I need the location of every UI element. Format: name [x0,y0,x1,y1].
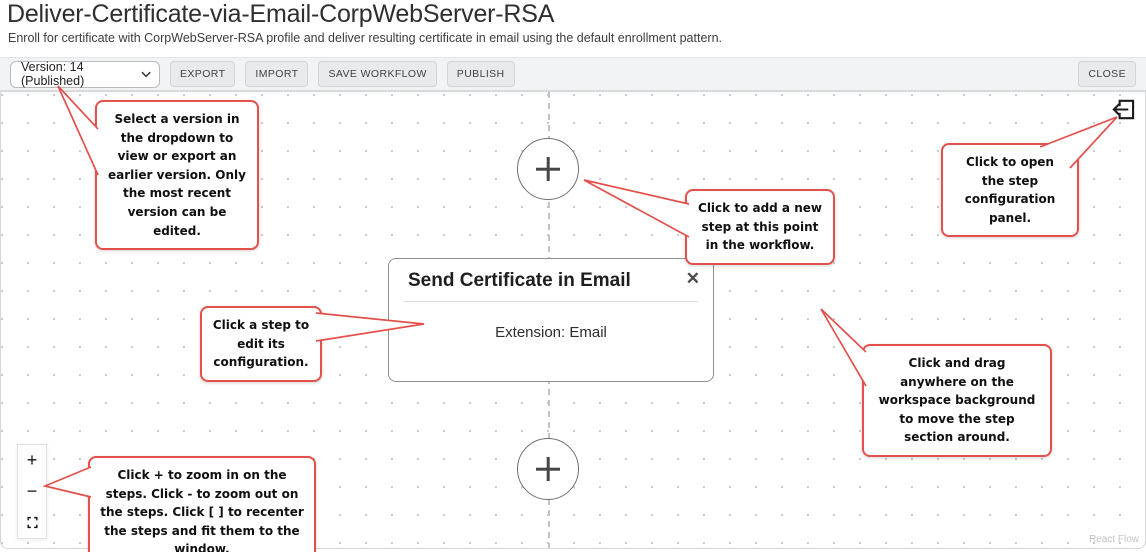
step-card-send-certificate[interactable]: Send Certificate in Email ✕ Extension: E… [388,258,714,382]
plus-icon [546,157,550,181]
add-step-button-top[interactable] [517,138,579,200]
callout-version-dropdown: Select a version in the dropdown to view… [95,100,259,251]
plus-icon [546,457,550,481]
version-select-value: Version: 14 (Published) [21,60,85,88]
step-card-divider [404,301,698,302]
toolbar: Version: 14 (Published) EXPORT IMPORT SA… [0,57,1146,91]
page-subtitle: Enroll for certificate with CorpWebServe… [8,31,722,45]
close-button[interactable]: CLOSE [1078,61,1136,87]
step-card-title: Send Certificate in Email [408,270,631,291]
callout-add-step: Click to add a new step at this point in… [685,189,835,265]
version-select[interactable]: Version: 14 (Published) [10,60,160,88]
zoom-controls-panel: + − [17,444,47,539]
page-title: Deliver-Certificate-via-Email-CorpWebSer… [7,0,555,28]
fit-view-button[interactable] [18,507,46,538]
zoom-in-button[interactable]: + [18,445,46,476]
callout-zoom-controls: Click + to zoom in on the steps. Click -… [88,456,316,552]
publish-button[interactable]: PUBLISH [446,61,515,87]
callout-edit-step: Click a step to edit its configuration. [200,306,322,382]
add-step-button-bottom[interactable] [517,438,579,500]
fit-view-icon [26,516,38,529]
zoom-out-button[interactable]: − [18,476,46,507]
step-card-extension-label: Extension: Email [495,324,607,341]
reactflow-attribution-link[interactable]: React Flow [1088,534,1139,545]
import-button[interactable]: IMPORT [245,61,309,87]
open-config-panel-icon[interactable] [1109,97,1136,122]
export-button[interactable]: EXPORT [170,61,236,87]
callout-drag-workspace: Click and drag anywhere on the workspace… [862,344,1052,457]
step-close-icon[interactable]: ✕ [685,269,700,288]
chevron-down-icon [141,71,151,77]
save-workflow-button[interactable]: SAVE WORKFLOW [318,61,437,87]
callout-open-panel: Click to open the step configuration pan… [941,143,1079,238]
